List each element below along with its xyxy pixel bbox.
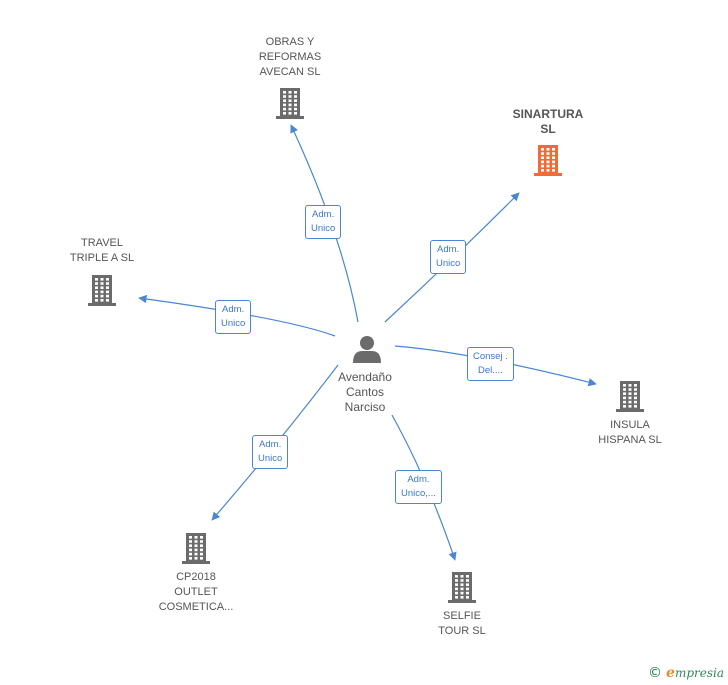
relation-label-line: Adm. [222,304,245,315]
company-label-line: HISPANA SL [598,434,662,446]
company-label-line: INSULA [610,419,650,431]
company-label-line: SL [540,122,556,136]
relation-label-line: Unico [221,318,246,329]
company-label-line: COSMETICA... [158,601,234,613]
relation-label-insula[interactable]: Consej . Del.... [467,347,514,381]
company-label-insula[interactable]: INSULA HISPANA SL [598,418,661,448]
company-label-line: AVECAN SL [259,66,321,78]
relation-label-line: Del.... [478,365,503,376]
company-label-line: TRAVEL [81,237,123,249]
brand-watermark: ©empresia [648,665,724,681]
relation-label-line: Unico [436,258,461,269]
person-name-line: Narciso [344,400,386,414]
copyright-icon: © [648,665,663,681]
brand-initial: e [666,665,675,681]
company-label-obras[interactable]: OBRAS Y REFORMAS AVECAN SL [259,35,321,80]
company-label-line: SINARTURA [512,107,584,121]
relation-label-line: Consej . [473,351,508,362]
building-icon-travel[interactable] [88,275,116,306]
relation-label-line: Adm. [312,209,335,220]
person-icon[interactable] [353,336,381,363]
brand-name: mpresia [674,666,724,680]
relation-label-line: Unico,... [401,488,436,499]
edge-travel [138,294,336,337]
person-name-line: Cantos [345,385,385,399]
relation-label-sinartura[interactable]: Adm. Unico [430,240,467,274]
relation-label-line: Adm. [437,244,460,255]
company-label-line: CP2018 [176,571,216,583]
company-label-line: OBRAS Y [265,36,315,48]
nodes [88,88,644,603]
company-label-line: OUTLET [174,586,218,598]
building-icon-selfie[interactable] [448,572,476,603]
company-label-selfie[interactable]: SELFIE TOUR SL [438,609,485,639]
building-icon-insula[interactable] [616,381,644,412]
company-label-travel[interactable]: TRAVEL TRIPLE A SL [70,236,134,266]
relation-label-selfie[interactable]: Adm. Unico,... [395,470,442,504]
relation-label-line: Adm. [259,439,282,450]
relation-label-line: Unico [258,453,283,464]
company-label-line: SELFIE [443,610,481,622]
building-icon-cp2018[interactable] [182,533,210,564]
building-icon-sinartura[interactable] [534,145,562,176]
company-label-line: TRIPLE A SL [69,252,135,264]
relation-label-cp2018[interactable]: Adm. Unico [252,435,289,469]
company-label-line: TOUR SL [438,625,486,637]
building-icon-obras[interactable] [276,88,304,119]
relation-label-obras[interactable]: Adm. Unico [305,205,342,239]
relation-label-line: Unico [311,223,336,234]
person-name-line: Avendaño [338,370,392,384]
relation-label-travel[interactable]: Adm. Unico [215,300,252,334]
company-label-line: REFORMAS [258,51,322,63]
relation-label-line: Adm. [407,474,430,485]
